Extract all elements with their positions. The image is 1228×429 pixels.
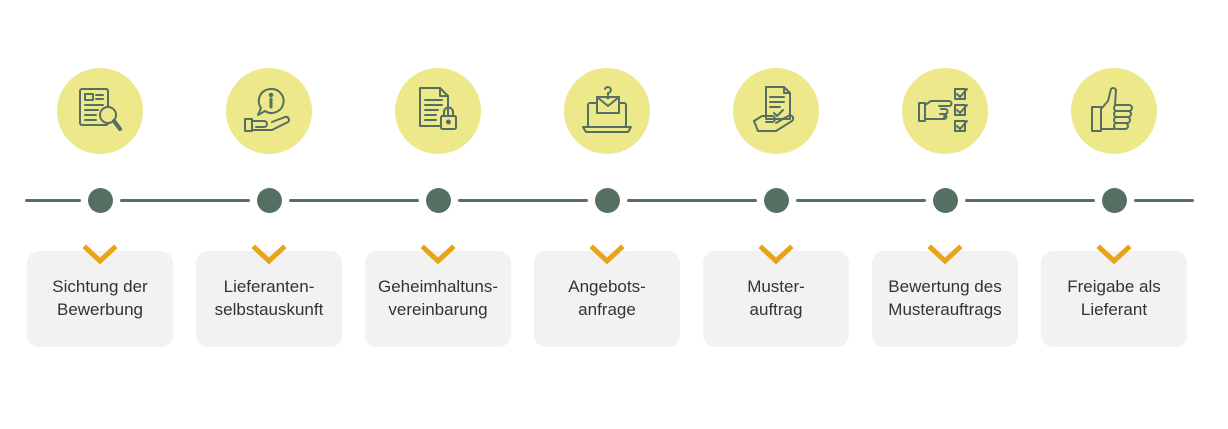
- process-step: Lieferanten- selbstauskunft: [196, 0, 342, 429]
- step-label-box: Freigabe als Lieferant: [1041, 251, 1187, 347]
- step-label-line: Freigabe als: [1067, 277, 1161, 296]
- step-icon-circle: [57, 68, 143, 154]
- step-icon-circle: [564, 68, 650, 154]
- process-step: Angebots- anfrage: [534, 0, 680, 429]
- step-icon-circle: [902, 68, 988, 154]
- step-label-line: Sichtung der: [52, 277, 148, 296]
- document-lock-icon: [419, 87, 457, 130]
- process-step: Geheimhaltuns- vereinbarung: [365, 0, 511, 429]
- step-label-box: Lieferanten- selbstauskunft: [196, 251, 342, 347]
- timeline-dot: [1102, 188, 1127, 213]
- timeline-line-segment: [796, 199, 926, 202]
- step-label-line: anfrage: [578, 300, 636, 319]
- step-label-box: Bewertung des Musterauftrags: [872, 251, 1018, 347]
- process-step: Sichtung der Bewerbung: [27, 0, 173, 429]
- timeline-dot: [933, 188, 958, 213]
- timeline-dot: [426, 188, 451, 213]
- pointing-hand-checklist-icon: [918, 88, 968, 132]
- process-step: Muster- auftrag: [703, 0, 849, 429]
- step-label-line: Bewertung des: [888, 277, 1002, 296]
- timeline-line-segment: [289, 199, 419, 202]
- chevron-down-icon: [420, 244, 456, 265]
- timeline-dot: [257, 188, 282, 213]
- hand-info-icon: [244, 87, 290, 132]
- document-search-icon: [79, 88, 122, 131]
- step-label-box: Muster- auftrag: [703, 251, 849, 347]
- step-label-line: vereinbarung: [388, 300, 488, 319]
- hand-document-check-icon: [753, 86, 795, 132]
- timeline-line-segment: [627, 199, 757, 202]
- step-label-box: Geheimhaltuns- vereinbarung: [365, 251, 511, 347]
- chevron-down-icon: [1096, 244, 1132, 265]
- step-icon-circle: [226, 68, 312, 154]
- step-icon-circle: [395, 68, 481, 154]
- step-label-line: Angebots-: [568, 277, 646, 296]
- process-step: Bewertung des Musterauftrags: [872, 0, 1018, 429]
- timeline-dot: [595, 188, 620, 213]
- chevron-down-icon: [927, 244, 963, 265]
- timeline-line-segment: [25, 199, 81, 202]
- step-label-line: Muster-: [747, 277, 805, 296]
- laptop-mail-question-icon: [582, 86, 632, 133]
- chevron-down-icon: [589, 244, 625, 265]
- timeline-line-segment: [1134, 199, 1194, 202]
- timeline-line-segment: [965, 199, 1095, 202]
- timeline-dot: [88, 188, 113, 213]
- step-label-line: Lieferanten-: [223, 277, 315, 296]
- step-label-line: auftrag: [749, 300, 803, 319]
- step-label-box: Sichtung der Bewerbung: [27, 251, 173, 347]
- timeline-dot: [764, 188, 789, 213]
- thumbs-up-icon: [1091, 87, 1133, 132]
- timeline-line-segment: [120, 199, 250, 202]
- step-icon-circle: [1071, 68, 1157, 154]
- step-label-line: selbstauskunft: [214, 300, 324, 319]
- chevron-down-icon: [251, 244, 287, 265]
- timeline-line-segment: [458, 199, 588, 202]
- step-label-line: Bewerbung: [56, 300, 143, 319]
- process-step: Freigabe als Lieferant: [1041, 0, 1187, 429]
- step-label-line: Geheimhaltuns-: [377, 277, 498, 296]
- step-icon-circle: [733, 68, 819, 154]
- chevron-down-icon: [758, 244, 794, 265]
- step-label-line: Musterauftrags: [888, 300, 1002, 319]
- chevron-down-icon: [82, 244, 118, 265]
- step-label-box: Angebots- anfrage: [534, 251, 680, 347]
- step-label-line: Lieferant: [1080, 300, 1148, 319]
